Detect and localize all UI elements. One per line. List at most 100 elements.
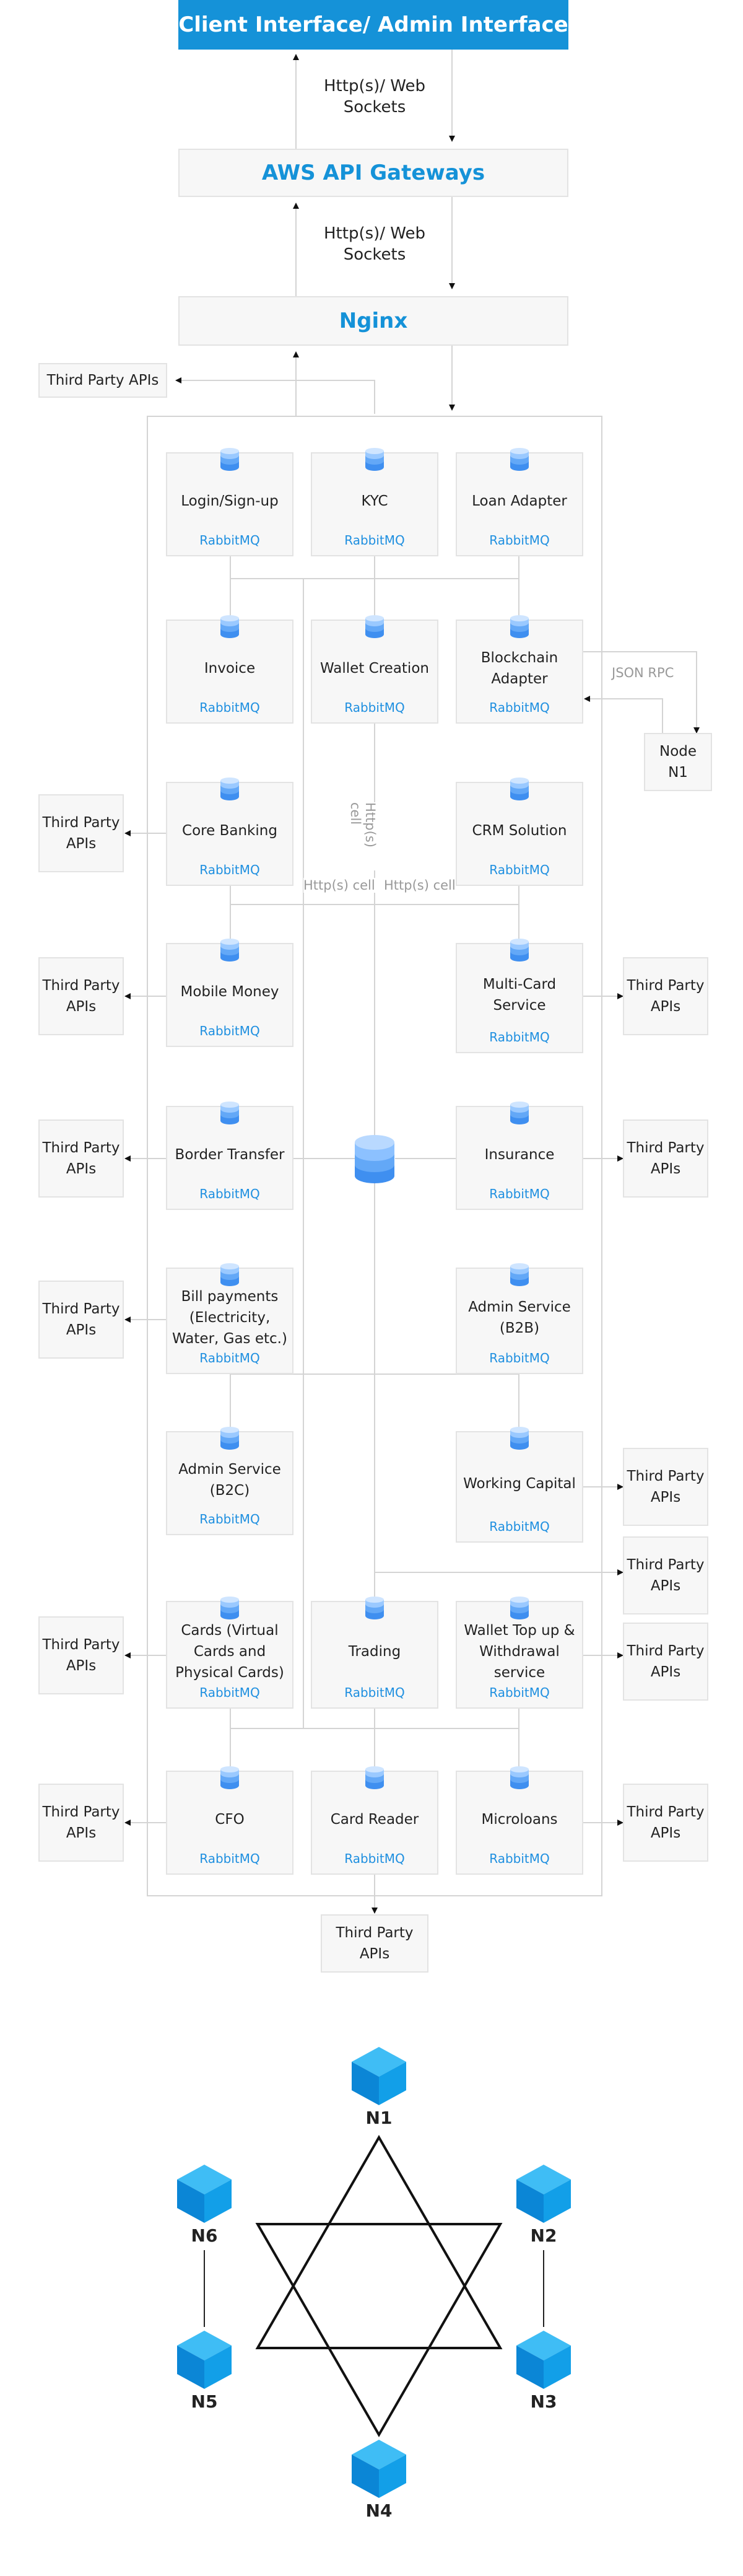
rabbitmq-label: RabbitMQ (199, 1512, 260, 1527)
json-rpc-label: JSON RPC (612, 665, 674, 680)
service-name: Loan Adapter (472, 493, 567, 509)
network-node-label: N5 (191, 2391, 218, 2412)
third-party-apis-microloans: Third Party APIs (623, 1784, 708, 1862)
service-name: Cards (Virtual Cards and Physical Cards) (175, 1623, 284, 1681)
database-icon (220, 1427, 239, 1450)
rabbitmq-label: RabbitMQ (489, 1186, 550, 1201)
network-node-n1 (348, 2044, 410, 2109)
service-name: Invoice (204, 660, 256, 677)
database-icon (220, 939, 239, 962)
third-party-apis-wallet-topup: Third Party APIs (623, 1623, 708, 1701)
network-node-n4 (348, 2437, 410, 2502)
database-icon (510, 1766, 529, 1789)
service-name: Trading (348, 1644, 401, 1660)
database-icon (510, 778, 529, 800)
rabbitmq-label: RabbitMQ (199, 700, 260, 715)
http-cell-vertical-label: Http(s) cell (348, 802, 378, 870)
network-node-label: N6 (191, 2225, 218, 2246)
rabbitmq-label: RabbitMQ (344, 533, 405, 548)
service-name: KYC (361, 493, 388, 509)
rabbitmq-label: RabbitMQ (489, 1851, 550, 1866)
database-icon (220, 1263, 239, 1286)
service-name: Multi-Card Service (482, 976, 557, 1014)
nginx-gateway: Nginx (178, 296, 568, 346)
network-node-n2 (513, 2162, 575, 2227)
database-icon (510, 1597, 529, 1619)
service-admin-b2c: Admin Service (B2C) RabbitMQ (166, 1427, 293, 1535)
node-cube-icon (352, 2047, 406, 2105)
client-admin-interface: Client Interface/ Admin Interface (178, 0, 568, 50)
service-name: Bill payments (Electricity, Water, Gas e… (172, 1289, 287, 1347)
service-cfo: CFO RabbitMQ (166, 1766, 293, 1875)
rabbitmq-label: RabbitMQ (489, 862, 550, 877)
node-n1-box: Node N1 (644, 733, 712, 791)
third-party-apis-multi-card: Third Party APIs (623, 957, 708, 1035)
network-node-label: N4 (365, 2500, 393, 2521)
third-party-apis-cfo: Third Party APIs (38, 1784, 124, 1862)
third-party-apis-insurance: Third Party APIs (623, 1119, 708, 1198)
database-icon (510, 939, 529, 962)
service-name: Mobile Money (180, 984, 279, 1000)
database-icon (220, 1102, 239, 1124)
service-name: Microloans (481, 1812, 558, 1828)
third-party-apis-bill-payments: Third Party APIs (38, 1281, 124, 1359)
rabbitmq-label: RabbitMQ (489, 1519, 550, 1534)
service-name: CFO (215, 1812, 245, 1828)
service-admin-b2b: Admin Service (B2B)RabbitMQ (456, 1263, 583, 1374)
node-cube-icon (177, 2331, 232, 2389)
third-party-apis-working-capital: Third Party APIs (623, 1448, 708, 1526)
database-icon (365, 448, 384, 471)
rabbitmq-label: RabbitMQ (489, 1030, 550, 1045)
rabbitmq-label: RabbitMQ (199, 533, 260, 548)
node-cube-icon (352, 2440, 406, 2498)
database-icon (220, 1597, 239, 1619)
http-cell-label-2: Http(s) cell (384, 878, 456, 893)
central-database-icon (355, 1135, 394, 1183)
network-node-n6 (173, 2162, 235, 2227)
rabbitmq-label: RabbitMQ (489, 1351, 550, 1365)
database-icon (510, 1427, 529, 1450)
rabbitmq-label: RabbitMQ (489, 700, 550, 715)
aws-api-gateway: AWS API Gateways (178, 149, 568, 197)
blockchain-network (204, 2134, 544, 2438)
service-name: Card Reader (330, 1812, 419, 1828)
service-name: Wallet Creation (320, 660, 429, 677)
network-node-n3 (513, 2328, 575, 2393)
service-name: Admin Service (B2C) (178, 1461, 281, 1499)
service-name: Insurance (484, 1147, 555, 1163)
database-icon (220, 448, 239, 471)
service-name: Wallet Top up & Withdrawal service (464, 1623, 575, 1681)
rabbitmq-label: RabbitMQ (489, 1685, 550, 1700)
rabbitmq-label: RabbitMQ (489, 533, 550, 548)
third-party-apis-border-transfer: Third Party APIs (38, 1119, 124, 1198)
third-party-apis-core-banking: Third Party APIs (38, 794, 124, 872)
rabbitmq-label: RabbitMQ (344, 700, 405, 715)
service-name: CRM Solution (472, 823, 567, 839)
service-name: Border Transfer (175, 1147, 285, 1163)
protocol-label-2: Http(s)/ Web Sockets (324, 224, 425, 264)
node-cube-icon (516, 2165, 571, 2223)
rabbitmq-label: RabbitMQ (199, 1351, 260, 1365)
rabbitmq-label: RabbitMQ (199, 1685, 260, 1700)
rabbitmq-label: RabbitMQ (199, 1023, 260, 1038)
database-icon (365, 615, 384, 638)
rabbitmq-label: RabbitMQ (199, 1851, 260, 1866)
database-icon (510, 615, 529, 638)
database-icon (365, 1597, 384, 1619)
database-icon (220, 778, 239, 800)
